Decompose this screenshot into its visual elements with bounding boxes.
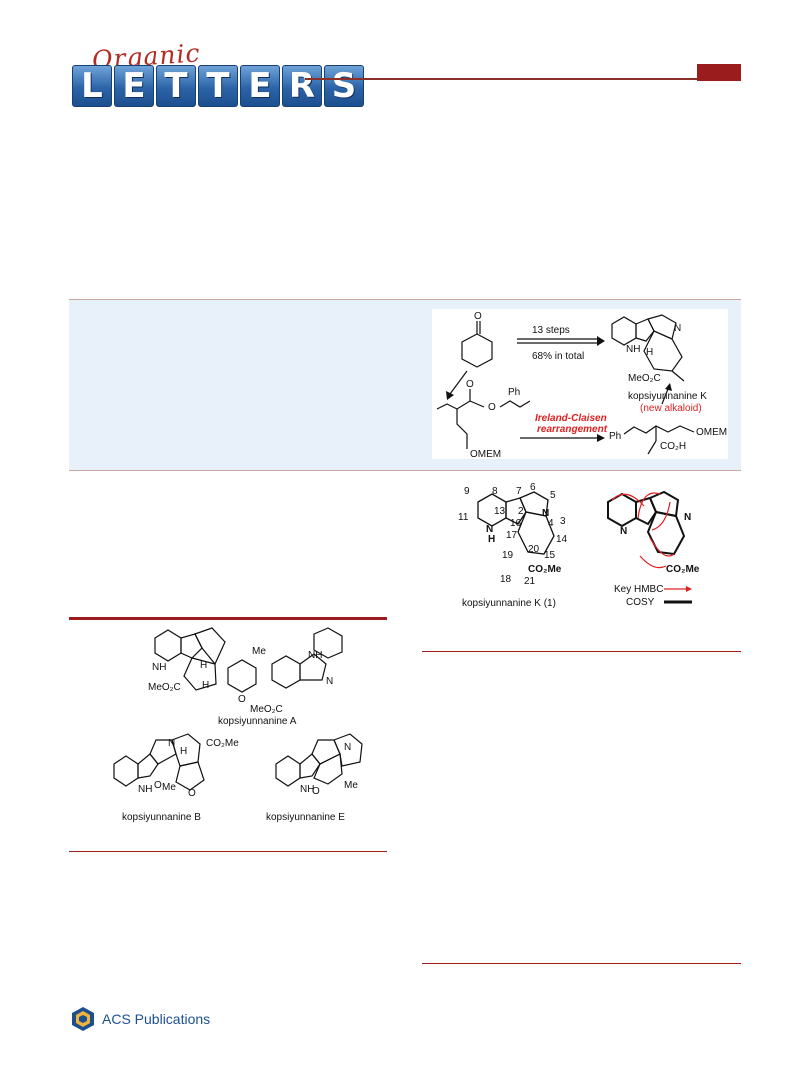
me-b: Me	[162, 782, 176, 793]
atom-5: 5	[550, 490, 556, 501]
h-a-1: H	[200, 660, 207, 671]
meo2c-a-2: MeO₂C	[250, 704, 283, 715]
co2me-b: CO₂Me	[206, 738, 239, 749]
h-left: H	[488, 534, 495, 545]
toc-scheme: O 13 steps 68% in total O O Ph OMEM Irel…	[436, 311, 727, 460]
figure-right: 9 8 7 6 5 13 2 11 N 4 3 16 17 14 19 20 1…	[430, 482, 730, 612]
atom-n4-right: N	[684, 512, 691, 523]
acs-publications-logo[interactable]: ACS Publications	[70, 1006, 210, 1032]
figure-left-bottom-rule	[69, 851, 387, 852]
product-name: kopsiyunnanine K	[628, 391, 707, 402]
omem-right: OMEM	[696, 427, 727, 438]
nh-e: NH	[300, 784, 314, 795]
atom-19: 19	[502, 550, 514, 561]
atom-3: 3	[560, 516, 566, 527]
header-rule	[305, 78, 741, 80]
product-note: (new alkaloid)	[640, 403, 702, 414]
atom-6: 6	[530, 482, 536, 493]
yield-label: 68% in total	[532, 351, 584, 362]
atom-14: 14	[556, 534, 568, 545]
header-accent-tab	[697, 64, 741, 81]
label-a: kopsiyunnanine A	[218, 716, 297, 727]
figure-right-bottom-rule	[422, 651, 741, 652]
ester-o: O	[466, 379, 474, 390]
nh-left: N	[486, 524, 493, 535]
co2me-left: CO₂Me	[528, 564, 562, 575]
atom-15: 15	[544, 550, 556, 561]
key-hmbc-label: Key HMBC	[614, 584, 663, 595]
nh-right: N	[620, 526, 627, 537]
ph-bottom: Ph	[609, 431, 621, 442]
atom-8: 8	[492, 486, 498, 497]
label-b: kopsiyunnanine B	[122, 812, 201, 823]
atom-4: 4	[548, 518, 554, 529]
co2h-label: CO₂H	[660, 441, 686, 452]
logo-letter: T	[156, 65, 196, 107]
omem-left: OMEM	[470, 449, 501, 459]
steps-label: 13 steps	[532, 325, 570, 336]
me-a: Me	[252, 646, 266, 657]
acs-hexagon-icon	[72, 1007, 94, 1031]
o-b: O	[154, 780, 162, 791]
logo-letter: E	[114, 65, 154, 107]
ester-o-2: O	[488, 402, 496, 413]
cosy-label: COSY	[626, 597, 655, 608]
product-h: H	[646, 347, 653, 358]
nh-b: NH	[138, 784, 152, 795]
atom-20: 20	[528, 544, 540, 555]
meo2c-a-1: MeO₂C	[148, 682, 181, 693]
atom-n4: N	[542, 508, 549, 519]
atom-18: 18	[500, 574, 512, 585]
atom-11: 11	[458, 512, 469, 523]
atom-16: 16	[510, 518, 522, 529]
atom-7: 7	[516, 486, 522, 497]
h-a-2: H	[202, 680, 209, 691]
publisher-name: ACS Publications	[102, 1011, 211, 1027]
atom-13: 13	[494, 506, 506, 517]
o-e: O	[312, 786, 320, 797]
atom-9: 9	[464, 486, 470, 497]
atom-17: 17	[506, 530, 518, 541]
lactone-ring	[461, 333, 493, 368]
carbonyl-o: O	[474, 311, 482, 322]
hmbc-figure: 9 8 7 6 5 13 2 11 N 4 3 16 17 14 19 20 1…	[458, 482, 700, 609]
figure-right-caption: kopsiyunnanine K (1)	[462, 598, 556, 609]
n-b: N	[168, 738, 175, 749]
n-a-right: N	[326, 676, 333, 687]
h-b: H	[180, 746, 187, 757]
co2me-right: CO₂Me	[666, 564, 700, 575]
label-e: kopsiyunnanine E	[266, 812, 345, 823]
product-nh: NH	[626, 344, 640, 355]
atom-21: 21	[524, 576, 536, 587]
nh-a: NH	[152, 662, 166, 673]
n-e: N	[344, 742, 351, 753]
logo-letter: L	[72, 65, 112, 107]
o-b-2: O	[188, 788, 196, 799]
column-right-bottom-rule	[422, 963, 741, 964]
product-n: N	[674, 323, 681, 334]
logo-letter: S	[324, 65, 364, 107]
o-a: O	[238, 694, 246, 705]
ph-top: Ph	[508, 387, 520, 398]
logo-letter: E	[240, 65, 280, 107]
toc-graphic: O 13 steps 68% in total O O Ph OMEM Irel…	[432, 309, 728, 460]
atom-2: 2	[518, 506, 524, 517]
figure-left: NH MeO₂C H H O Me NH N MeO₂C kopsiyunnan…	[100, 624, 380, 824]
logo-letter: R	[282, 65, 322, 107]
reaction-name-2: rearrangement	[537, 424, 608, 435]
reaction-name-1: Ireland-Claisen	[535, 413, 607, 424]
me-e: Me	[344, 780, 358, 791]
nh-a-right: NH	[308, 650, 322, 661]
journal-logo: L E T T E R S	[72, 65, 364, 107]
alkaloid-structures: NH MeO₂C H H O Me NH N MeO₂C kopsiyunnan…	[113, 627, 363, 823]
product-meo2c: MeO₂C	[628, 373, 661, 384]
logo-letter: T	[198, 65, 238, 107]
figure-left-top-rule	[69, 617, 387, 620]
